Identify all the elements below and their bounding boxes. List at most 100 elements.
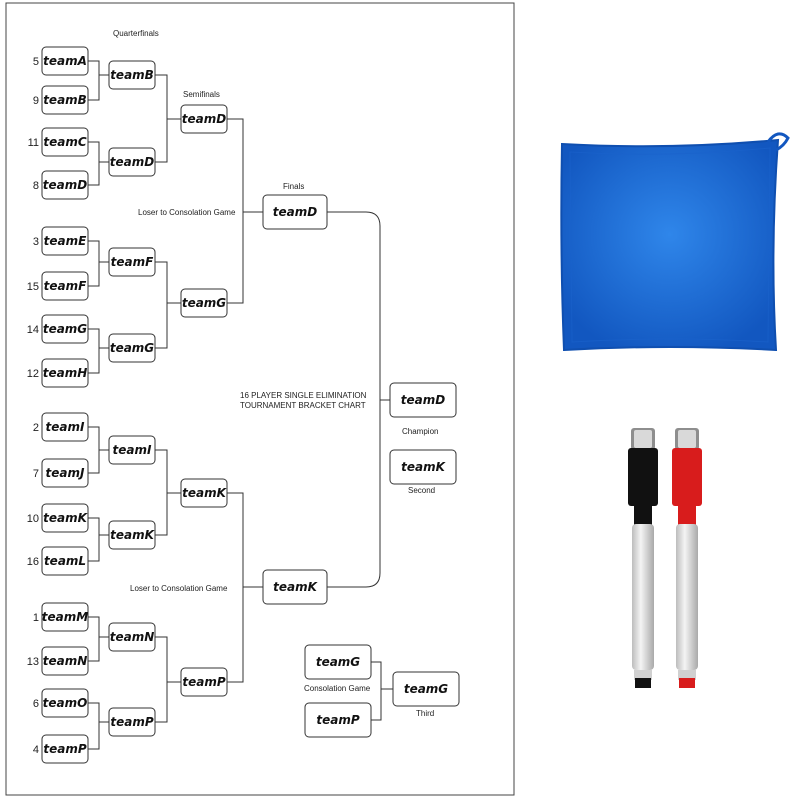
round1-team-9: teamJ: [41, 458, 89, 488]
champion-team: teamD: [389, 382, 457, 418]
bracket-title-line1: 16 PLAYER SINGLE ELIMINATION: [240, 391, 367, 400]
round1-team-11: teamL: [41, 546, 89, 576]
bracket-title-line2: TOURNAMENT BRACKET CHART: [240, 401, 366, 410]
second-team-label: teamK: [401, 460, 446, 474]
round1-team-10-label: teamK: [43, 511, 88, 525]
round1-team-12: teamM: [41, 602, 89, 632]
round1-connector-5: [88, 517, 109, 562]
semifinals-label: Semifinals: [183, 90, 220, 99]
finalist-team-1: teamK: [262, 569, 328, 605]
round1-team-15: teamP: [41, 734, 89, 764]
red-marker-image: [672, 428, 702, 688]
round1-team-3: teamD: [41, 170, 89, 200]
seed-number-8: 2: [33, 422, 39, 434]
semifinal-team-0-label: teamD: [182, 112, 226, 126]
seed-number-2: 11: [28, 137, 39, 149]
finalist-team-1-label: teamK: [273, 580, 318, 594]
quarterfinal-team-5-label: teamK: [110, 528, 155, 542]
round1-team-13-label: teamN: [43, 654, 88, 668]
semifinal-team-2-label: teamK: [182, 486, 227, 500]
quarterfinal-connector-1: [155, 261, 181, 349]
round1-team-7-label: teamH: [43, 366, 88, 380]
round1-team-12-label: teamM: [42, 610, 88, 624]
round1-team-4-label: teamE: [44, 234, 87, 248]
quarterfinal-team-1-label: teamD: [110, 155, 154, 169]
red-marker-cap-icon: [672, 448, 702, 506]
round1-team-2: teamC: [41, 127, 89, 157]
seed-number-14: 6: [33, 698, 39, 710]
seed-number-1: 9: [33, 95, 39, 107]
seed-number-5: 15: [27, 281, 39, 293]
seed-number-10: 10: [27, 513, 39, 525]
round1-connector-6: [88, 616, 109, 662]
round1-team-14-label: teamO: [43, 696, 88, 710]
consolation-team-1: teamP: [304, 702, 372, 738]
quarterfinals-label: Quarterfinals: [113, 29, 159, 38]
second-label: Second: [408, 486, 435, 495]
quarterfinal-team-4: teamI: [108, 435, 156, 465]
round1-team-6-label: teamG: [43, 322, 87, 336]
quarterfinal-team-7: teamP: [108, 707, 156, 737]
finalist-team-0-label: teamD: [273, 205, 317, 219]
quarterfinal-team-1: teamD: [108, 147, 156, 177]
quarterfinal-team-0-label: teamB: [110, 68, 154, 82]
round1-team-2-label: teamC: [43, 135, 86, 149]
quarterfinal-team-3: teamG: [108, 333, 156, 363]
round1-connector-3: [88, 328, 109, 374]
round1-team-1-label: teamB: [43, 93, 87, 107]
round1-team-0: teamA: [41, 46, 89, 76]
round1-team-8-label: teamI: [46, 420, 85, 434]
consolation-game-label: Consolation Game: [304, 684, 371, 693]
quarterfinal-team-2: teamF: [108, 247, 156, 277]
round1-connector-0: [88, 60, 109, 101]
round1-team-5: teamF: [41, 271, 89, 301]
round1-team-11-label: teamL: [44, 554, 86, 568]
quarterfinal-team-5: teamK: [108, 520, 156, 550]
round1-team-8: teamI: [41, 412, 89, 442]
semifinal-team-3-label: teamP: [182, 675, 225, 689]
seed-number-13: 13: [27, 656, 39, 668]
quarterfinal-connector-2: [155, 449, 181, 536]
consolation-connector: [371, 661, 393, 721]
seed-number-9: 7: [33, 468, 39, 480]
round1-connector-1: [88, 141, 109, 186]
finalist-team-0: teamD: [262, 194, 328, 230]
finals-connector: [327, 211, 390, 588]
black-marker-cap-icon: [628, 448, 658, 506]
seed-number-12: 1: [33, 612, 39, 624]
semifinal-team-1-label: teamG: [182, 296, 226, 310]
round1-team-1: teamB: [41, 85, 89, 115]
consolation-team-0-label: teamG: [316, 655, 360, 669]
quarterfinal-team-7-label: teamP: [110, 715, 153, 729]
towel-image: [560, 132, 790, 352]
seed-number-0: 5: [33, 56, 39, 68]
towel-loop-icon: [766, 132, 790, 152]
quarterfinal-team-0: teamB: [108, 60, 156, 90]
round1-team-15-label: teamP: [43, 742, 86, 756]
loser-consolation-bottom-label: Loser to Consolation Game: [130, 584, 228, 593]
round1-team-6: teamG: [41, 314, 89, 344]
semifinal-team-3: teamP: [180, 667, 228, 697]
bracket-lines: [88, 60, 393, 750]
semifinal-connector-0: [227, 118, 263, 304]
seed-number-15: 4: [33, 744, 39, 756]
round1-team-5-label: teamF: [44, 279, 87, 293]
champion-team-label: teamD: [401, 393, 445, 407]
quarterfinal-team-2-label: teamF: [111, 255, 154, 269]
consolation-team-0: teamG: [304, 644, 372, 680]
round1-connector-7: [88, 702, 109, 750]
seed-number-7: 12: [27, 368, 39, 380]
seed-number-4: 3: [33, 236, 39, 248]
quarterfinal-connector-3: [155, 636, 181, 723]
round1-team-13: teamN: [41, 646, 89, 676]
black-marker-image: [628, 428, 658, 688]
round1-connector-2: [88, 240, 109, 287]
seed-number-3: 8: [33, 180, 39, 192]
second-team: teamK: [389, 449, 457, 485]
quarterfinal-team-3-label: teamG: [110, 341, 154, 355]
round1-team-7: teamH: [41, 358, 89, 388]
round1-team-4: teamE: [41, 226, 89, 256]
round1-team-3-label: teamD: [43, 178, 87, 192]
